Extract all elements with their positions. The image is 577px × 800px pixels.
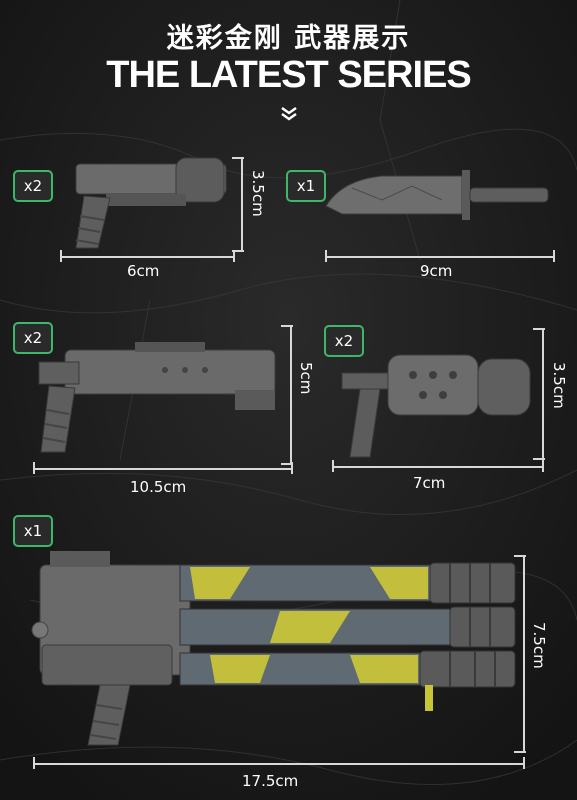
width-dimension-line (60, 256, 235, 258)
width-dimension-line (33, 468, 293, 470)
quantity-badge: x1 (286, 170, 326, 202)
width-dimension-tick (553, 250, 555, 262)
quantity-badge: x2 (13, 322, 53, 354)
cannon-weapon-image (341, 354, 531, 458)
height-dimension-label: 7.5cm (530, 622, 548, 669)
quantity-badge: x2 (324, 325, 364, 357)
height-dimension-line (523, 555, 525, 753)
width-dimension-tick (60, 250, 62, 262)
width-dimension-tick (291, 462, 293, 474)
width-dimension-label: 10.5cm (130, 478, 187, 496)
rifle-weapon-image (38, 342, 276, 453)
width-dimension-tick (325, 250, 327, 262)
height-dimension-line (290, 325, 292, 465)
knife-weapon-image (325, 170, 549, 220)
width-dimension-label: 6cm (127, 262, 160, 280)
width-dimension-tick (542, 460, 544, 472)
height-dimension-label: 3.5cm (249, 170, 267, 217)
width-dimension-label: 9cm (420, 262, 453, 280)
width-dimension-tick (33, 462, 35, 474)
width-dimension-label: 17.5cm (242, 772, 299, 790)
page-title-chinese: 迷彩金刚 武器展示 (166, 23, 411, 54)
quantity-badge: x2 (13, 170, 53, 202)
height-dimension-tick (232, 157, 244, 159)
width-dimension-tick (523, 757, 525, 769)
double-chevron-down-icon (281, 106, 297, 121)
page-title-english: THE LATEST SERIES (106, 54, 471, 96)
height-dimension-line (241, 157, 243, 252)
gatling-gun-weapon-image (31, 551, 516, 746)
width-dimension-line (33, 763, 525, 765)
width-dimension-tick (332, 460, 334, 472)
pistol-weapon-image (75, 157, 227, 249)
height-dimension-label: 5cm (297, 362, 315, 395)
width-dimension-line (325, 256, 555, 258)
height-dimension-tick (533, 328, 545, 330)
height-dimension-tick (514, 751, 526, 753)
width-dimension-label: 7cm (413, 474, 446, 492)
width-dimension-tick (33, 757, 35, 769)
height-dimension-tick (281, 463, 293, 465)
height-dimension-tick (232, 250, 244, 252)
width-dimension-tick (233, 250, 235, 262)
quantity-badge: x1 (13, 515, 53, 547)
height-dimension-tick (533, 458, 545, 460)
height-dimension-label: 3.5cm (550, 362, 568, 409)
width-dimension-line (332, 466, 544, 468)
height-dimension-tick (281, 325, 293, 327)
height-dimension-line (542, 328, 544, 460)
height-dimension-tick (514, 555, 526, 557)
